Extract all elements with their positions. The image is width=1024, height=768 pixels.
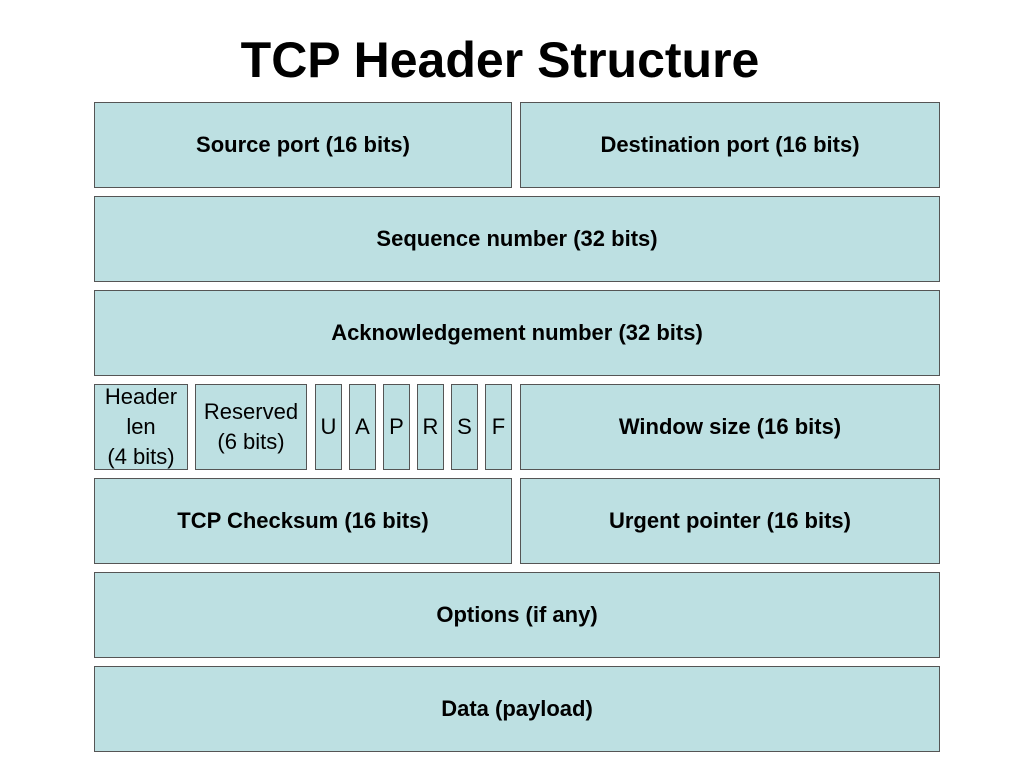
flag-ack: A: [349, 384, 376, 470]
diagram-title: TCP Header Structure: [240, 32, 760, 88]
flag-urg: U: [315, 384, 342, 470]
header-length-line-1: Header: [104, 384, 178, 409]
reserved-field: Reserved (6 bits): [195, 384, 307, 470]
flag-psh: P: [383, 384, 410, 470]
reserved-line-1: Reserved: [203, 399, 299, 424]
header-length-line-3: (4 bits): [107, 444, 175, 469]
sequence-number-field: Sequence number (32 bits): [94, 196, 940, 282]
tcp-checksum-field: TCP Checksum (16 bits): [94, 478, 512, 564]
options-field: Options (if any): [94, 572, 940, 658]
destination-port-field: Destination port (16 bits): [520, 102, 940, 188]
reserved-line-2: (6 bits): [217, 429, 285, 454]
window-size-field: Window size (16 bits): [520, 384, 940, 470]
urgent-pointer-field: Urgent pointer (16 bits): [520, 478, 940, 564]
flag-fin: F: [485, 384, 512, 470]
header-length-line-2: len: [126, 414, 156, 439]
acknowledgement-number-field: Acknowledgement number (32 bits): [94, 290, 940, 376]
data-payload-field: Data (payload): [94, 666, 940, 752]
flag-syn: S: [451, 384, 478, 470]
flag-rst: R: [417, 384, 444, 470]
source-port-field: Source port (16 bits): [94, 102, 512, 188]
header-length-field: Header len (4 bits): [94, 384, 188, 470]
